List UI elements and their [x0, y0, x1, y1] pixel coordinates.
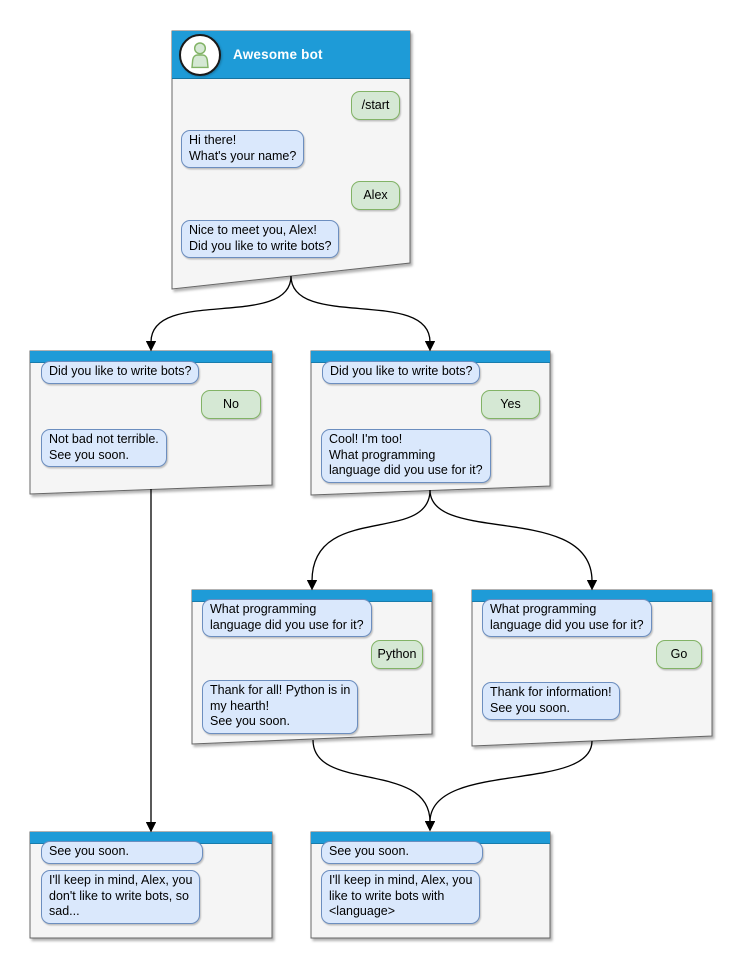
user-message-bubble: /start: [351, 91, 400, 120]
bot-message-bubble: See you soon.: [321, 841, 483, 864]
chat-window-start: Awesome bot /start Hi there! What's your…: [172, 31, 410, 289]
chat-window-end-yes: See you soon. I'll keep in mind, Alex, y…: [311, 832, 550, 938]
chat-window-end-no: See you soon. I'll keep in mind, Alex, y…: [30, 832, 272, 938]
bot-message-bubble: What programming language did you use fo…: [202, 599, 372, 637]
bot-message-bubble: I'll keep in mind, Alex, you don't like …: [41, 870, 201, 924]
chat-window-branch-yes: Did you like to write bots? Yes Cool! I'…: [311, 351, 550, 495]
user-message-bubble: No: [201, 390, 261, 419]
connector-yes-to-python: [306, 489, 431, 591]
bot-message-bubble: Did you like to write bots?: [322, 361, 481, 384]
bot-message-bubble: Did you like to write bots?: [41, 361, 200, 384]
bot-message-bubble: What programming language did you use fo…: [482, 599, 652, 637]
user-message-bubble: Python: [371, 640, 423, 669]
chat-window-title: Awesome bot: [233, 47, 323, 62]
connector-python-to-end: [312, 739, 436, 832]
bot-message-bubble: Not bad not terrible. See you soon.: [41, 429, 167, 467]
user-message-bubble: Yes: [481, 390, 540, 419]
connector-yes-to-go: [429, 489, 598, 591]
connector-go-to-end: [424, 740, 593, 832]
chat-window-branch-python: What programming language did you use fo…: [192, 590, 432, 744]
bot-avatar: [179, 34, 221, 76]
bot-message-bubble: See you soon.: [41, 841, 203, 864]
person-icon: [191, 42, 209, 69]
chat-window-branch-go: What programming language did you use fo…: [472, 590, 712, 746]
bot-message-bubble: Thank for information! See you soon.: [482, 682, 620, 720]
chat-window-branch-no: Did you like to write bots? No Not bad n…: [30, 351, 272, 494]
bot-message-bubble: Nice to meet you, Alex! Did you like to …: [181, 220, 340, 258]
chat-window-titlebar: Awesome bot: [172, 31, 410, 79]
connector-start-to-yes: [290, 275, 436, 352]
bot-message-bubble: Thank for all! Python is in my hearth! S…: [202, 680, 359, 734]
bot-message-bubble: Cool! I'm too! What programming language…: [321, 429, 491, 483]
bot-message-bubble: Hi there! What's your name?: [181, 130, 305, 168]
user-message-bubble: Alex: [351, 181, 400, 210]
connector-start-to-no: [145, 275, 292, 352]
bot-message-bubble: I'll keep in mind, Alex, you like to wri…: [321, 870, 481, 924]
user-message-bubble: Go: [656, 640, 702, 669]
